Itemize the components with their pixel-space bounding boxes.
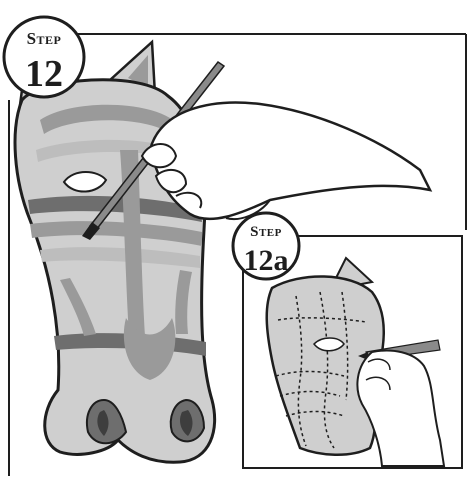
- step-12a-badge: Step 12a: [233, 213, 299, 279]
- step-12a-word: Step: [250, 224, 282, 240]
- step-12-word: Step: [27, 29, 62, 48]
- inset-eye-hole: [314, 338, 344, 351]
- step-12-number: 12: [25, 53, 63, 95]
- step-12-badge: Step 12: [4, 17, 84, 97]
- step-12a-number: 12a: [244, 244, 289, 277]
